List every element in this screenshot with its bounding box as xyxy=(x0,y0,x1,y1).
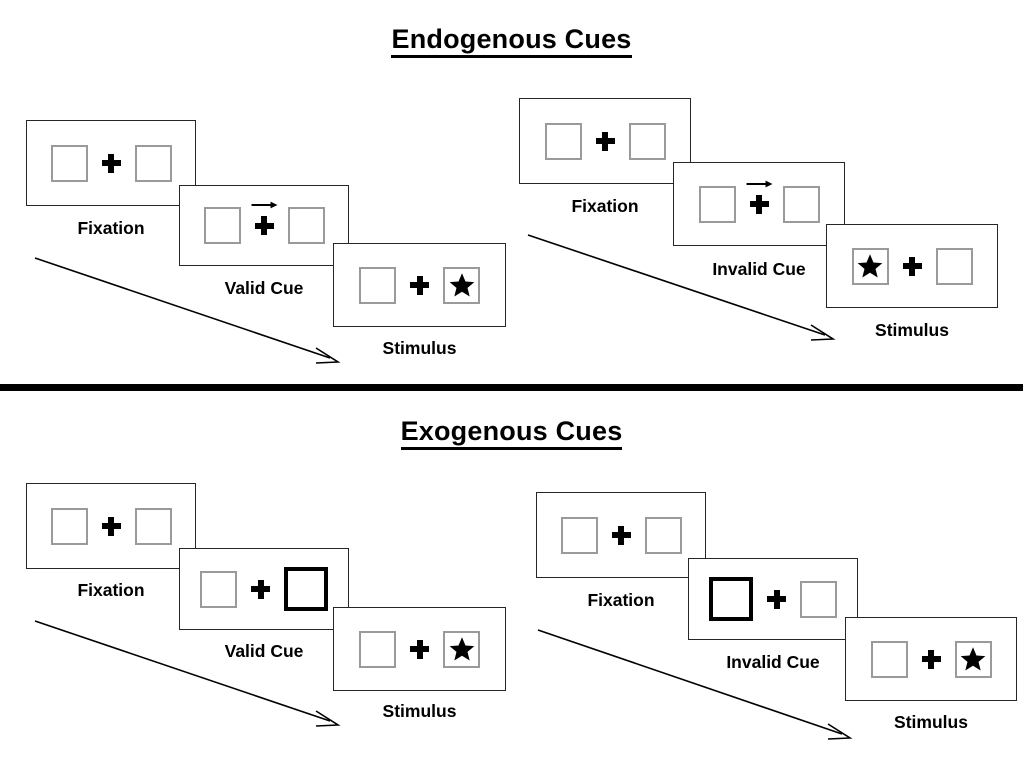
stimulus-box-left xyxy=(698,185,736,223)
caption-exogenous-invalid-cue: Invalid Cue xyxy=(726,652,820,672)
panel-exogenous-invalid-cue xyxy=(688,558,858,640)
rightward-arrow-cue-icon xyxy=(251,201,278,209)
panel-endogenous-valid-stimulus xyxy=(333,243,506,327)
section-title-exogenous-text: Exogenous Cues xyxy=(400,416,623,450)
star-target-icon xyxy=(857,254,883,278)
caption-exogenous-valid-stimulus: Stimulus xyxy=(382,701,457,721)
stimulus-box-left xyxy=(50,507,88,545)
caption-endogenous-valid-cue: Valid Cue xyxy=(224,278,304,298)
fixation-cross-icon xyxy=(767,589,786,609)
fixation-cross-icon xyxy=(410,275,429,295)
stimulus-box-left xyxy=(50,144,88,182)
stimulus-box-left xyxy=(359,630,396,668)
panel-exogenous-invalid-stimulus xyxy=(845,617,1017,701)
caption-exogenous-invalid-stimulus: Stimulus xyxy=(894,712,968,732)
stimulus-box-right xyxy=(443,630,480,668)
panel-endogenous-invalid-fixation xyxy=(519,98,691,184)
stimulus-box-left xyxy=(203,207,241,244)
caption-endogenous-invalid-fixation: Fixation xyxy=(571,196,639,216)
section-title-endogenous-text: Endogenous Cues xyxy=(391,24,632,58)
stimulus-box-right xyxy=(443,266,480,304)
rightward-arrow-cue-icon xyxy=(746,180,773,187)
panel-endogenous-valid-fixation xyxy=(26,120,196,206)
panel-exogenous-valid-stimulus xyxy=(333,607,506,691)
caption-exogenous-invalid-fixation: Fixation xyxy=(587,590,655,610)
caption-exogenous-valid-fixation: Fixation xyxy=(77,580,145,600)
fixation-cross-icon xyxy=(902,256,922,276)
stimulus-box-right xyxy=(644,516,682,554)
caption-endogenous-invalid-cue: Invalid Cue xyxy=(712,259,806,279)
stimulus-box-left xyxy=(560,516,598,554)
fixation-cross-icon xyxy=(611,525,631,545)
fixation-cross-icon xyxy=(251,201,278,235)
stimulus-box-right xyxy=(134,144,172,182)
fixation-cross-icon xyxy=(251,579,270,599)
stimulus-box-right-cued xyxy=(284,567,328,611)
stimulus-box-right xyxy=(935,247,973,285)
panel-endogenous-invalid-stimulus xyxy=(826,224,998,308)
caption-endogenous-valid-fixation: Fixation xyxy=(77,218,145,238)
stimulus-box-right xyxy=(134,507,172,545)
stimulus-box-right xyxy=(287,207,325,244)
star-target-icon xyxy=(449,637,474,661)
caption-exogenous-valid-cue: Valid Cue xyxy=(224,641,304,661)
stimulus-box-left xyxy=(359,266,396,304)
stimulus-box-left xyxy=(544,122,582,160)
panel-endogenous-valid-cue xyxy=(179,185,349,266)
stimulus-box-left xyxy=(200,570,237,608)
fixation-cross-icon xyxy=(746,180,773,214)
stimulus-box-left xyxy=(870,640,908,678)
fixation-cross-icon xyxy=(101,516,121,536)
panel-exogenous-invalid-fixation xyxy=(536,492,706,578)
caption-endogenous-invalid-stimulus: Stimulus xyxy=(875,320,949,340)
fixation-cross-icon xyxy=(101,153,121,173)
stimulus-box-right xyxy=(954,640,992,678)
stimulus-box-left-cued xyxy=(709,577,753,621)
stimulus-box-left xyxy=(851,247,889,285)
panel-exogenous-valid-fixation xyxy=(26,483,196,569)
section-divider xyxy=(0,384,1023,391)
section-title-exogenous: Exogenous Cues xyxy=(0,416,1023,450)
stimulus-box-right xyxy=(782,185,820,223)
panel-endogenous-invalid-cue xyxy=(673,162,845,246)
star-target-icon xyxy=(449,273,474,297)
caption-endogenous-valid-stimulus: Stimulus xyxy=(382,338,457,358)
fixation-cross-icon xyxy=(410,639,429,659)
section-title-endogenous: Endogenous Cues xyxy=(0,24,1023,58)
star-target-icon xyxy=(960,647,986,671)
fixation-cross-icon xyxy=(921,649,941,669)
panel-exogenous-valid-cue xyxy=(179,548,349,630)
stimulus-box-right xyxy=(628,122,666,160)
fixation-cross-icon xyxy=(595,131,615,151)
stimulus-box-right xyxy=(800,580,837,618)
